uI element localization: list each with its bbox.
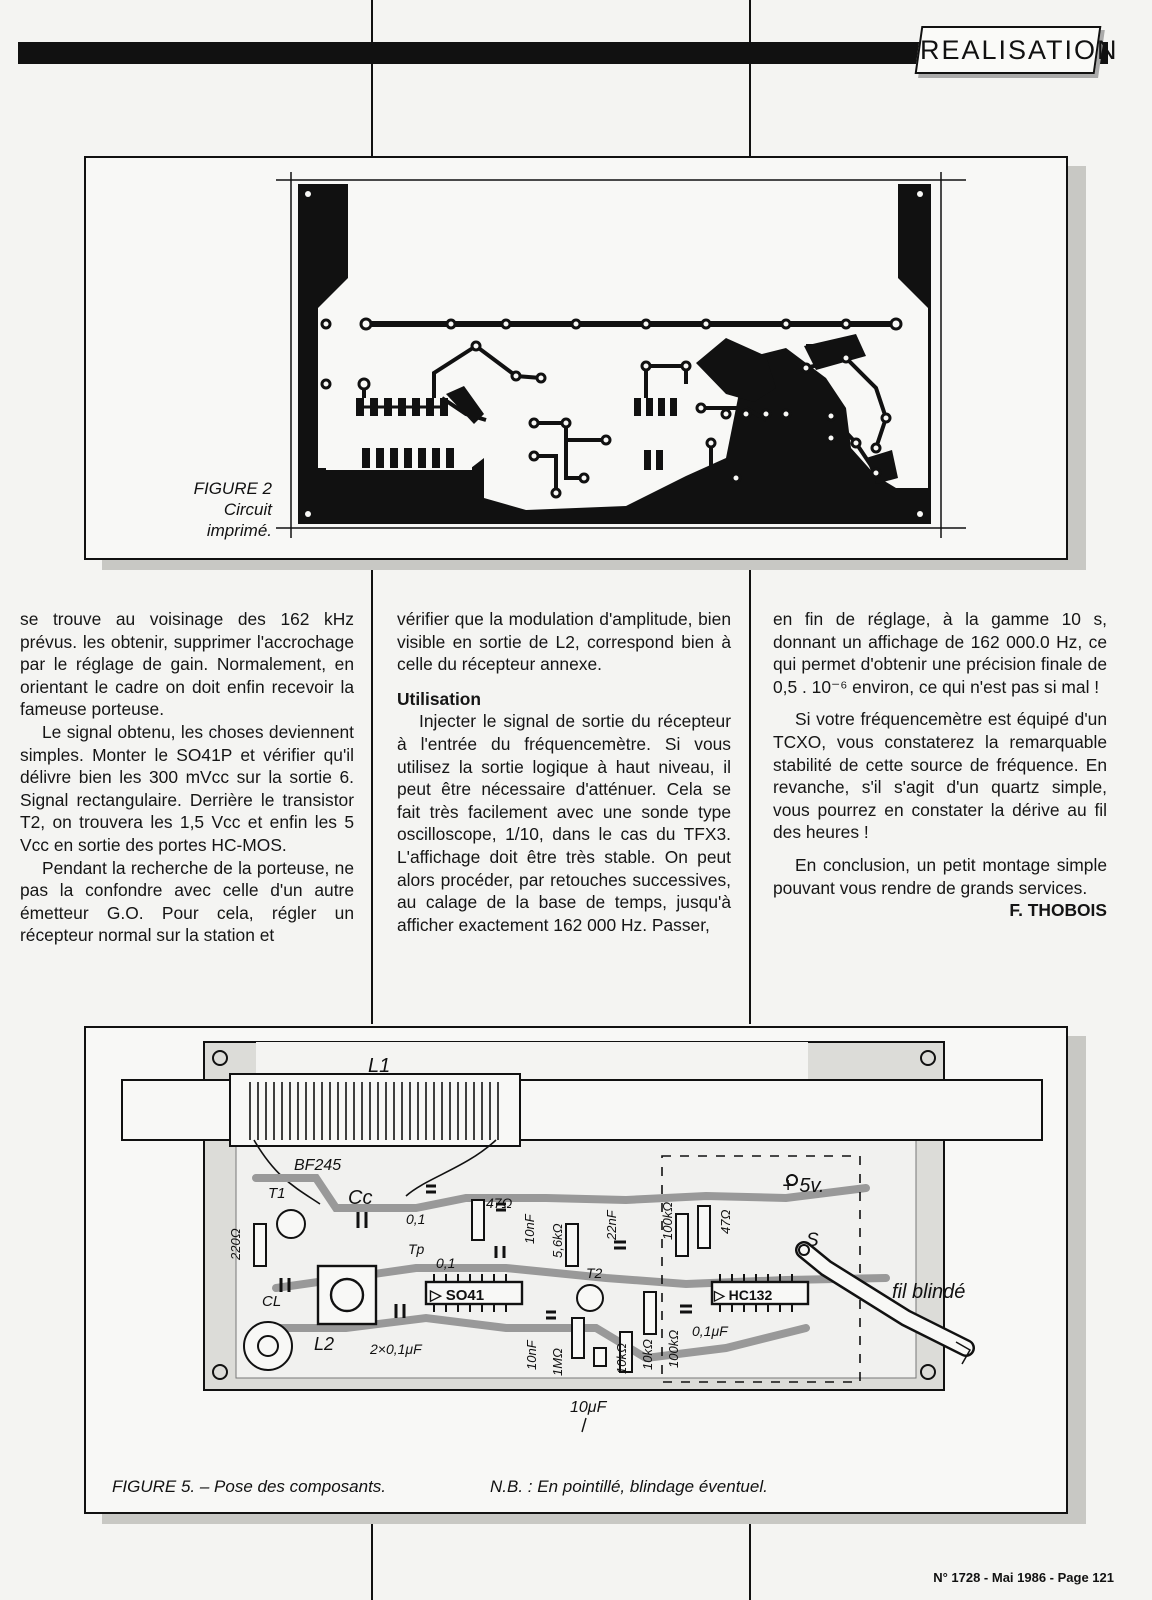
figure-5-box: L1 BF245 T1 Cc 220Ω 0,1 47Ω 10nF 5,6kΩ 2… bbox=[84, 1026, 1068, 1514]
figure-5-note: N.B. : En pointillé, blindage éventuel. bbox=[490, 1477, 768, 1496]
label-s: S bbox=[806, 1230, 819, 1251]
col3-paragraph-3: En conclusion, un petit montage simple p… bbox=[773, 854, 1107, 898]
col1-paragraph-2: Le signal obtenu, les choses deviennent … bbox=[20, 721, 354, 855]
column-rule-left-bottom bbox=[371, 1512, 373, 1600]
label-so41: ▷ SO41 bbox=[429, 1287, 484, 1304]
label-cl: CL bbox=[262, 1293, 281, 1310]
label-t1: T1 bbox=[268, 1185, 286, 1202]
label-c01-b: 0,1 bbox=[436, 1255, 455, 1271]
pcb-drawing bbox=[276, 172, 966, 538]
text-column-3: en fin de réglage, à la gamme 10 s, donn… bbox=[773, 608, 1107, 922]
label-r47-a: 47Ω bbox=[486, 1195, 513, 1211]
label-c01-a: 0,1 bbox=[406, 1211, 425, 1227]
figure-2-box bbox=[84, 156, 1068, 560]
text-column-2: vérifier que la modulation d'amplitude, … bbox=[397, 608, 731, 936]
label-cc: Cc bbox=[348, 1187, 372, 1209]
figure-2-caption-line-1: FIGURE 2 bbox=[193, 479, 272, 498]
column-rule-right-top bbox=[749, 0, 751, 156]
figure-2-caption-line-3: imprimé. bbox=[206, 521, 272, 540]
figure-5-caption: FIGURE 5. – Pose des composants. bbox=[112, 1477, 387, 1496]
col3-paragraph-2: Si votre fréquencemètre est équipé d'un … bbox=[773, 709, 1107, 843]
col1-paragraph-3: Pendant la recherche de la porteuse, ne … bbox=[20, 857, 354, 946]
column-rule-left-mid bbox=[371, 558, 373, 1024]
label-l1: L1 bbox=[368, 1055, 390, 1077]
section-rubric: REALISATION bbox=[914, 26, 1119, 74]
figure-2-caption-line-2: Circuit bbox=[223, 500, 272, 519]
col3-paragraph-1: en fin de réglage, à la gamme 10 s, donn… bbox=[773, 609, 1107, 697]
label-c2x01: 2×0,1μF bbox=[369, 1341, 423, 1357]
label-r1m: 1MΩ bbox=[550, 1348, 565, 1376]
label-hc132: ▷ HC132 bbox=[713, 1287, 772, 1303]
label-r47-b: 47Ω bbox=[718, 1210, 733, 1234]
label-c22nf: 22nF bbox=[604, 1209, 619, 1241]
text-column-1: se trouve au voisinage des 162 kHz prévu… bbox=[20, 608, 354, 947]
label-c10uf: 10μF bbox=[570, 1399, 608, 1416]
label-fil-blinde: fil blindé bbox=[892, 1281, 965, 1303]
col1-paragraph-1: se trouve au voisinage des 162 kHz prévu… bbox=[20, 609, 354, 720]
figure-2-caption: FIGURE 2 Circuit imprimé. bbox=[150, 478, 272, 541]
label-t2: T2 bbox=[586, 1265, 603, 1281]
label-r5k6: 5,6kΩ bbox=[550, 1223, 565, 1258]
label-r10k-a: 10kΩ bbox=[614, 1343, 629, 1374]
column-rule-right-bottom bbox=[749, 1512, 751, 1600]
column-rule-right-mid bbox=[749, 558, 751, 1024]
label-r10k-b: 10kΩ bbox=[640, 1339, 655, 1370]
author-signature: F. THOBOIS bbox=[1009, 900, 1107, 921]
col2-paragraph-2: Injecter le signal de sortie du récepteu… bbox=[397, 711, 731, 935]
label-r100k-b: 100kΩ bbox=[666, 1330, 681, 1368]
label-l2: L2 bbox=[314, 1334, 334, 1354]
page-footer: N° 1728 - Mai 1986 - Page 121 bbox=[933, 1570, 1114, 1585]
section-heading-utilisation: Utilisation bbox=[397, 688, 482, 709]
label-bf245: BF245 bbox=[294, 1157, 341, 1174]
label-r220: 220Ω bbox=[228, 1228, 243, 1261]
column-rule-left-top bbox=[371, 0, 373, 156]
rubric-label: REALISATION bbox=[920, 35, 1119, 65]
label-plus-5v: + 5v. bbox=[782, 1175, 824, 1197]
label-r100k-a: 100kΩ bbox=[660, 1202, 675, 1240]
component-layout-drawing: L1 BF245 T1 Cc 220Ω 0,1 47Ω 10nF 5,6kΩ 2… bbox=[121, 1041, 1043, 1433]
label-c10nf-b: 10nF bbox=[524, 1339, 539, 1370]
col2-paragraph-1: vérifier que la modulation d'amplitude, … bbox=[397, 609, 731, 675]
label-c10nf-a: 10nF bbox=[522, 1213, 537, 1244]
label-c01uf: 0,1μF bbox=[692, 1323, 729, 1339]
label-tp: Tp bbox=[408, 1241, 425, 1257]
header-bar bbox=[18, 42, 1108, 64]
